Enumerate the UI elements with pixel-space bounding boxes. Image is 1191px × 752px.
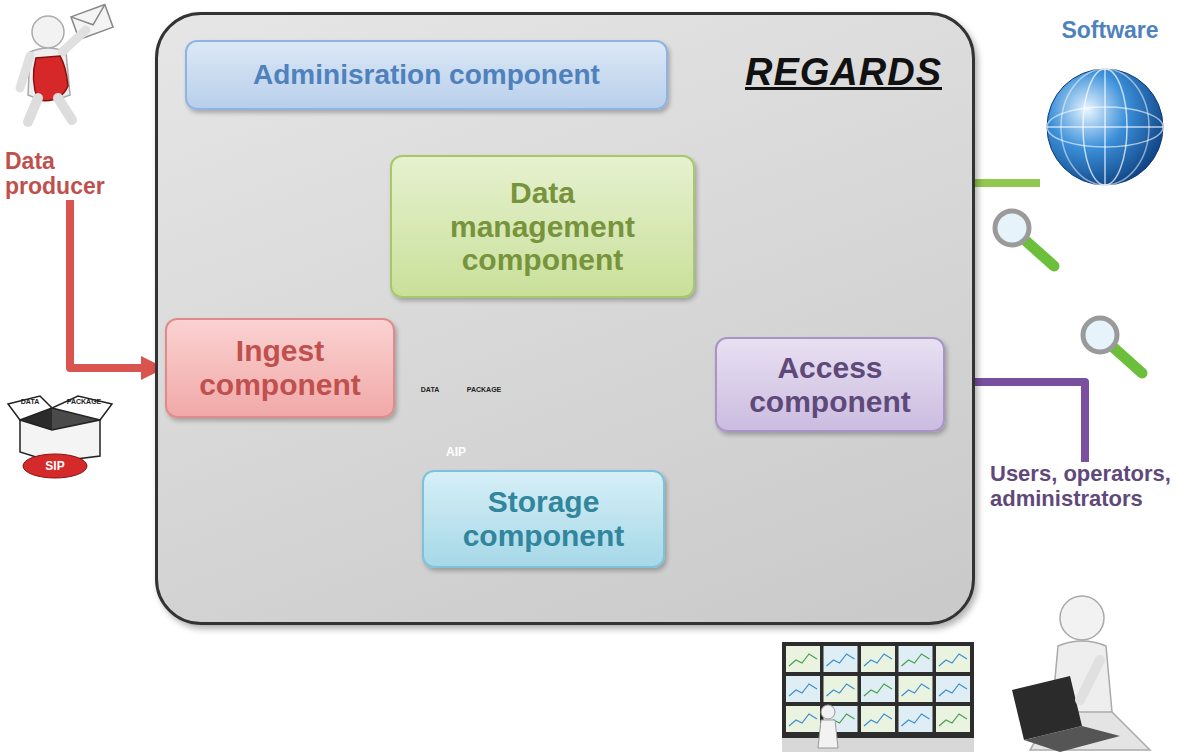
component-box: Adminisration component bbox=[185, 40, 668, 110]
producer-figure-part bbox=[32, 16, 64, 48]
user-figure-part bbox=[1060, 596, 1104, 640]
control-room-illustration-part-part bbox=[789, 684, 817, 696]
control-room-illustration-part bbox=[786, 646, 970, 732]
component-box: Ingest component bbox=[165, 318, 395, 418]
sip-package-icon-part bbox=[8, 396, 52, 420]
magnifier-icon-part bbox=[1026, 241, 1054, 266]
component-name: Access component bbox=[727, 351, 933, 418]
control-room-illustration-part bbox=[782, 738, 974, 752]
control-room-illustration-part-part bbox=[824, 676, 858, 702]
flow-arrow bbox=[969, 382, 1085, 462]
control-room-illustration-part bbox=[782, 642, 974, 738]
system-boundary: REGARDS Adminisration componentData manag… bbox=[155, 12, 975, 625]
control-room-illustration bbox=[782, 642, 974, 752]
control-room-illustration-part bbox=[821, 705, 835, 719]
package-tag: SIP bbox=[45, 459, 64, 473]
control-room-illustration-part-part bbox=[899, 676, 933, 702]
control-room-illustration-part-part bbox=[936, 646, 970, 672]
magnifier-icon-part bbox=[995, 211, 1029, 245]
control-room-illustration-part-part bbox=[939, 714, 967, 726]
control-room-illustration-part-part bbox=[899, 646, 933, 672]
control-room-illustration-part-part bbox=[936, 706, 970, 732]
control-room-illustration-part-part bbox=[939, 684, 967, 696]
component-name: Adminisration component bbox=[253, 59, 600, 90]
actor-label: Users, operators, administrators bbox=[990, 462, 1186, 570]
control-room-illustration-part-part bbox=[936, 676, 970, 702]
envelope-part bbox=[71, 5, 110, 31]
control-room-illustration-part-part bbox=[827, 654, 855, 666]
control-room-illustration-part-part bbox=[824, 646, 858, 672]
producer-figure bbox=[20, 5, 113, 122]
sip-package-icon-part bbox=[23, 454, 87, 478]
globe-icon-part bbox=[1104, 69, 1106, 185]
control-room-illustration-part-part bbox=[861, 676, 895, 702]
component-name: Ingest component bbox=[177, 334, 383, 401]
user-figure-part bbox=[1024, 726, 1120, 752]
system-title: REGARDS bbox=[745, 51, 942, 94]
package-text: PACKAGE bbox=[67, 398, 101, 405]
component-box: Access component bbox=[715, 337, 945, 432]
actor-name: Data producer bbox=[5, 149, 145, 201]
flow-arrow bbox=[70, 200, 141, 368]
magnifier-icon-part bbox=[1083, 318, 1117, 352]
sip-package-icon-part bbox=[52, 396, 112, 420]
package-text: DATA bbox=[421, 386, 439, 393]
actor-name: Users, operators, administrators bbox=[990, 462, 1186, 511]
producer-figure-part bbox=[58, 98, 72, 120]
actor-label: Software bbox=[1040, 18, 1180, 190]
magnifier-icon-part bbox=[1114, 348, 1142, 373]
control-room-illustration-part-part bbox=[899, 706, 933, 732]
control-room-illustration-part-part bbox=[861, 646, 895, 672]
control-room-illustration-part-part bbox=[902, 684, 930, 696]
control-room-illustration-part-part bbox=[864, 654, 892, 666]
control-room-illustration-part bbox=[818, 720, 838, 748]
producer-figure-part bbox=[20, 56, 30, 88]
control-room-illustration-part-part bbox=[864, 684, 892, 696]
actor-name: Software bbox=[1061, 18, 1158, 44]
component-name: Data management component bbox=[438, 176, 648, 277]
component-box: Storage component bbox=[422, 470, 665, 568]
control-room-illustration-part-part bbox=[939, 654, 967, 666]
control-room-illustration-part-part bbox=[861, 706, 895, 732]
control-room-illustration-part-part bbox=[789, 714, 817, 726]
control-room-illustration-part-part bbox=[902, 654, 930, 666]
control-room-illustration-part-part bbox=[786, 676, 820, 702]
control-room-illustration-part-part bbox=[902, 714, 930, 726]
control-room-illustration-part-part bbox=[786, 706, 820, 732]
package-tag: AIP bbox=[446, 445, 466, 459]
actor-label: Data producer bbox=[5, 0, 145, 200]
globe-icon bbox=[1047, 69, 1163, 185]
component-name: Storage component bbox=[434, 485, 653, 552]
user-figure bbox=[1012, 596, 1150, 752]
package-text: DATA bbox=[21, 398, 39, 405]
magnifier-icon bbox=[995, 211, 1054, 266]
package-text: PACKAGE bbox=[467, 386, 501, 393]
control-room-illustration-part-part bbox=[827, 684, 855, 696]
control-room-illustration-part-part bbox=[786, 646, 820, 672]
magnifier-icon bbox=[1083, 318, 1142, 373]
component-box: Data management component bbox=[390, 155, 695, 298]
control-room-illustration-part-part bbox=[789, 654, 817, 666]
globe-icon-part bbox=[1047, 69, 1163, 185]
producer-figure-part bbox=[62, 30, 86, 52]
control-room-illustration-part-part bbox=[864, 714, 892, 726]
producer-figure-part bbox=[28, 98, 38, 122]
user-figure-part bbox=[1080, 660, 1100, 700]
sip-package-icon bbox=[8, 396, 112, 478]
